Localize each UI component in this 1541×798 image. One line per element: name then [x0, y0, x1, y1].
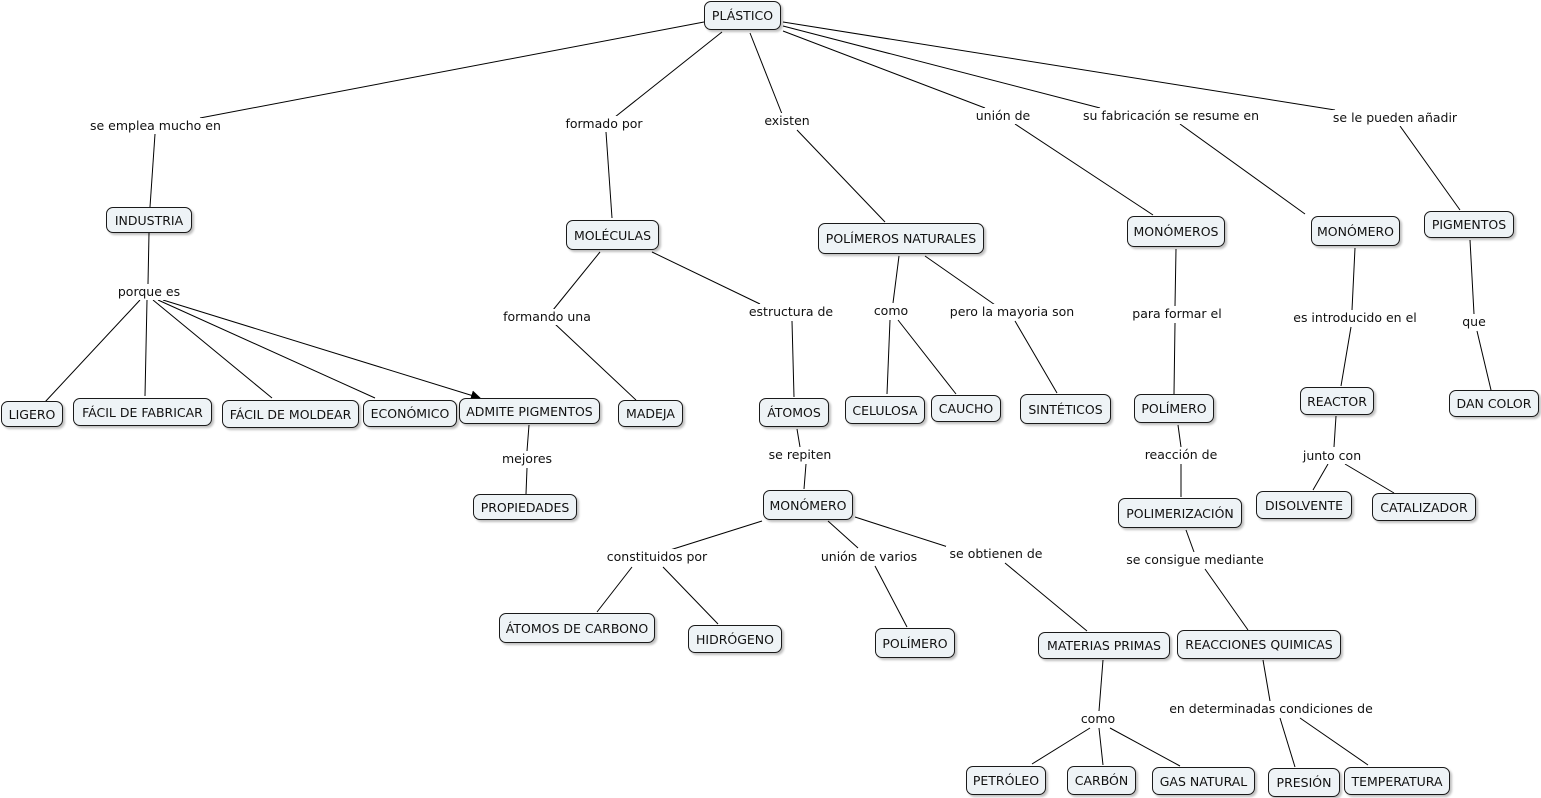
concept-polimero-reaccion[interactable]: POLÍMERO [1134, 394, 1214, 423]
link-mejores: mejores [500, 451, 554, 467]
concept-catalizador[interactable]: CATALIZADOR [1372, 493, 1476, 521]
concept-carbon[interactable]: CARBÓN [1067, 766, 1136, 795]
concept-facil-fabricar[interactable]: FÁCIL DE FABRICAR [73, 398, 212, 426]
concept-monomero[interactable]: MONÓMERO [763, 490, 853, 520]
link-se-consigue-mediante: se consigue mediante [1124, 552, 1266, 568]
link-como-polimeros: como [869, 303, 913, 319]
link-como-materias: como [1076, 711, 1120, 727]
link-estructura-de: estructura de [746, 304, 836, 320]
concept-monomeros[interactable]: MONÓMEROS [1127, 216, 1225, 247]
link-formando-una: formando una [501, 309, 593, 325]
concept-facil-moldear[interactable]: FÁCIL DE MOLDEAR [222, 400, 359, 428]
concept-disolvente[interactable]: DISOLVENTE [1256, 491, 1352, 519]
concept-polimero[interactable]: POLÍMERO [875, 628, 955, 658]
link-es-introducido-en-el: es introducido en el [1290, 310, 1420, 326]
link-que: que [1458, 314, 1490, 330]
concept-propiedades[interactable]: PROPIEDADES [473, 494, 577, 520]
concept-sinteticos[interactable]: SINTÉTICOS [1020, 394, 1111, 424]
link-formado-por: formado por [562, 116, 646, 132]
concept-materias-primas[interactable]: MATERIAS PRIMAS [1038, 632, 1170, 659]
concept-dan-color[interactable]: DAN COLOR [1449, 390, 1539, 417]
concept-reacciones-quimicas[interactable]: REACCIONES QUIMICAS [1177, 630, 1341, 659]
concept-pigmentos[interactable]: PIGMENTOS [1424, 211, 1514, 238]
concept-moleculas[interactable]: MOLÉCULAS [566, 220, 659, 250]
link-constituidos-por: constituidos por [602, 549, 712, 565]
concept-petroleo[interactable]: PETRÓLEO [966, 766, 1046, 795]
concept-polimeros-naturales[interactable]: POLÍMEROS NATURALES [818, 223, 984, 254]
link-junto-con: junto con [1298, 448, 1366, 464]
concept-admite-pigmentos[interactable]: ADMITE PIGMENTOS [459, 398, 600, 424]
concept-hidrogeno[interactable]: HIDRÓGENO [688, 625, 782, 653]
link-se-repiten: se repiten [765, 447, 835, 463]
concept-industria[interactable]: INDUSTRIA [106, 207, 192, 233]
concept-gas-natural[interactable]: GAS NATURAL [1152, 767, 1255, 795]
concept-monomero-reactor[interactable]: MONÓMERO [1311, 216, 1400, 246]
concept-presion[interactable]: PRESIÓN [1268, 768, 1340, 797]
concept-ligero[interactable]: LIGERO [1, 401, 63, 427]
concept-caucho[interactable]: CAUCHO [931, 395, 1001, 422]
link-union-de: unión de [970, 108, 1036, 124]
link-reaccion-de: reacción de [1142, 447, 1220, 463]
link-union-de-varios: unión de varios [818, 549, 920, 565]
link-se-emplea-mucho-en: se emplea mucho en [90, 118, 221, 134]
link-en-determinadas-condiciones-de: en determinadas condiciones de [1168, 701, 1374, 717]
concept-plastico[interactable]: PLÁSTICO [704, 1, 781, 30]
link-existen: existen [760, 113, 814, 129]
concept-atomos[interactable]: ÁTOMOS [759, 398, 829, 427]
concept-celulosa[interactable]: CELULOSA [845, 396, 925, 424]
link-para-formar-el: para formar el [1128, 306, 1226, 322]
link-se-obtienen-de: se obtienen de [946, 546, 1046, 562]
concept-polimerizacion[interactable]: POLIMERIZACIÓN [1118, 498, 1242, 528]
concept-madeja[interactable]: MADEJA [618, 400, 683, 427]
concept-economico[interactable]: ECONÓMICO [363, 400, 457, 427]
link-porque-es: porque es [116, 284, 182, 300]
concept-reactor[interactable]: REACTOR [1300, 387, 1374, 415]
link-pero-la-mayoria-son: pero la mayoria son [946, 304, 1078, 320]
concept-atomos-carbono[interactable]: ÁTOMOS DE CARBONO [499, 613, 655, 643]
link-su-fabricacion: su fabricación se resume en [1081, 108, 1261, 124]
concept-temperatura[interactable]: TEMPERATURA [1344, 767, 1450, 795]
link-se-le-pueden-anadir: se le pueden añadir [1330, 110, 1460, 126]
